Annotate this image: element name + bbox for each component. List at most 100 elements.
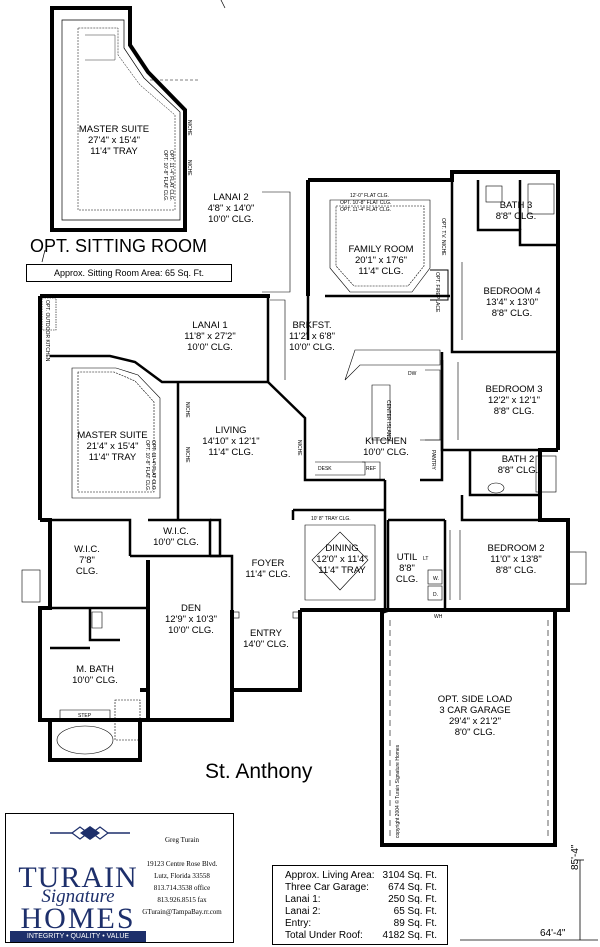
room-dims: 4'8" x 14'0" bbox=[207, 203, 255, 214]
room-ceiling: CLG. bbox=[75, 566, 99, 577]
stats-value: 89 Sq. Ft. bbox=[393, 918, 437, 929]
room-ceiling: 10'0" CLG. bbox=[363, 447, 409, 458]
room-dims: 12'9" x 10'3" bbox=[164, 614, 218, 625]
dimension-lines bbox=[460, 859, 598, 941]
room-garage: OPT. SIDE LOAD 3 CAR GARAGE 29'4" x 21'2… bbox=[420, 694, 530, 738]
room-name: LANAI 2 bbox=[213, 192, 249, 203]
room-bath-3: BATH 3 8'8" CLG. bbox=[486, 200, 546, 222]
room-name: DINING bbox=[325, 543, 359, 554]
niche-label: NICHE bbox=[186, 120, 192, 136]
room-ceiling: 8'8" CLG. bbox=[495, 565, 537, 576]
niche-label: NICHE bbox=[184, 447, 190, 463]
room-bedroom-4: BEDROOM 4 13'4" x 13'0" 8'8" CLG. bbox=[472, 286, 552, 319]
stats-row: Lanai 2: 65 Sq. Ft. bbox=[285, 906, 445, 918]
room-name: FOYER bbox=[251, 558, 285, 569]
step-label: STEP bbox=[78, 713, 92, 719]
room-kitchen: KITCHEN 10'0" CLG. bbox=[356, 436, 416, 458]
room-ceiling: CLG. bbox=[395, 574, 419, 585]
room-ceiling: 8'8" CLG. bbox=[495, 211, 537, 222]
room-name: W.I.C. bbox=[163, 526, 189, 537]
logo-turain: TURAIN bbox=[18, 861, 138, 894]
room-name: UTIL bbox=[396, 552, 418, 563]
room-name: LIVING bbox=[215, 425, 247, 436]
contact-name: Greg Turain bbox=[164, 836, 200, 844]
room-den: DEN 12'9" x 10'3" 10'0" CLG. bbox=[156, 603, 226, 636]
room-dining: DINING 12'0" x 11'4" 11'4" TRAY bbox=[312, 543, 372, 576]
family-flat-clg-label-3: OPT. 11'-4" FLAT CLG. bbox=[340, 207, 392, 213]
room-ceiling: 11'4" TRAY bbox=[90, 146, 138, 157]
contact-phone: 813.714.3538 office bbox=[153, 884, 211, 892]
room-ceiling: 8'0" CLG. bbox=[454, 727, 496, 738]
room-bedroom-2: BEDROOM 2 11'0" x 13'8" 8'8" CLG. bbox=[476, 543, 556, 576]
room-lanai-2: LANAI 2 4'8" x 14'0" 10'0" CLG. bbox=[196, 192, 266, 225]
stats-value: 250 Sq. Ft. bbox=[388, 894, 437, 905]
room-name: BATH 3 bbox=[499, 200, 533, 211]
copyright-notice: copyright 2004 © Turain Signature Homes bbox=[395, 744, 401, 838]
room-dims: 12'2" x 12'1" bbox=[487, 395, 541, 406]
room-dims: 11'8" x 27'2" bbox=[184, 331, 236, 342]
room-wic-1: W.I.C. 7'8" CLG. bbox=[62, 544, 112, 577]
master-flat-clg-label-2: OPT. 11'-4" FLAT CLG. bbox=[150, 440, 156, 492]
room-dims: 3 CAR GARAGE bbox=[439, 705, 511, 716]
stats-row: Lanai 1: 250 Sq. Ft. bbox=[285, 894, 445, 906]
stats-label: Approx. Living Area: bbox=[285, 870, 375, 881]
room-bath-2: BATH 2 8'8" CLG. bbox=[488, 454, 548, 476]
sitting-room-area-box: Approx. Sitting Room Area: 65 Sq. Ft. bbox=[26, 264, 232, 282]
stats-value: 674 Sq. Ft. bbox=[388, 882, 437, 893]
room-brkfst: BRKFST. 11'2" x 6'8" 10'0" CLG. bbox=[282, 320, 342, 353]
room-ceiling: 10'0" CLG. bbox=[153, 537, 199, 548]
detail-lines bbox=[21, 183, 587, 840]
overall-width-dimension: 64'-4" bbox=[540, 928, 566, 939]
opt-master-flat-clg-label: OPT. 10'-8" FLAT CLG. bbox=[162, 150, 168, 202]
contact-address-2: Lutz, Florida 33558 bbox=[154, 872, 210, 880]
room-ceiling: 10'0" CLG. bbox=[208, 214, 254, 225]
contact-block: Greg Turain 19123 Centre Rose Blvd. Lutz… bbox=[134, 834, 230, 918]
desk-label: DESK bbox=[318, 466, 332, 472]
area-stats-table: Approx. Living Area: 3104 Sq. Ft. Three … bbox=[272, 865, 448, 945]
stats-row: Approx. Living Area: 3104 Sq. Ft. bbox=[285, 870, 445, 882]
stats-label: Entry: bbox=[285, 918, 312, 929]
room-dims: 7'8" bbox=[79, 555, 95, 566]
opt-outdoor-kitchen-label: OPT. OUTDOOR KITCHEN bbox=[44, 300, 50, 362]
room-name: BEDROOM 2 bbox=[487, 543, 545, 554]
stats-label: Total Under Roof: bbox=[285, 930, 363, 941]
stats-row: Total Under Roof: 4182 Sq. Ft. bbox=[285, 930, 445, 942]
room-family: FAMILY ROOM 20'1" x 17'6" 11'4" CLG. bbox=[336, 244, 426, 277]
dryer-label: D. bbox=[433, 592, 438, 598]
exterior-walls bbox=[38, 170, 570, 847]
room-name: LANAI 1 bbox=[192, 320, 228, 331]
stats-value: 65 Sq. Ft. bbox=[393, 906, 437, 917]
room-living: LIVING 14'10" x 12'1" 11'4" CLG. bbox=[196, 425, 266, 458]
niche-label: NICHE bbox=[184, 402, 190, 418]
room-ceiling: 11'4" TRAY bbox=[318, 565, 366, 576]
logo-signature: Signature bbox=[41, 886, 115, 907]
company-info-box: TURAIN Signature HOMES INTEGRITY • QUALI… bbox=[5, 813, 234, 943]
room-lanai-1: LANAI 1 11'8" x 27'2" 10'0" CLG. bbox=[170, 320, 250, 353]
sitting-area-value: 65 Sq. Ft. bbox=[165, 268, 205, 278]
opt-sitting-room-heading: OPT. SITTING ROOM bbox=[30, 236, 208, 256]
room-entry: ENTRY 14'0" CLG. bbox=[236, 628, 296, 650]
room-ceiling: 10'0" CLG. bbox=[187, 342, 233, 353]
stats-label: Three Car Garage: bbox=[285, 882, 369, 893]
center-island-label: CENTER ISLAND bbox=[385, 400, 391, 441]
room-ceiling: 11'4" CLG. bbox=[358, 266, 404, 277]
stats-value: 3104 Sq. Ft. bbox=[382, 870, 437, 881]
room-m-bath: M. BATH 10'0" CLG. bbox=[60, 664, 130, 686]
room-foyer: FOYER 11'4" CLG. bbox=[238, 558, 298, 580]
niche-label: NICHE bbox=[186, 160, 192, 176]
room-name: MASTER SUITE bbox=[78, 124, 150, 135]
room-name: BRKFST. bbox=[292, 320, 332, 331]
opt-fireplace-label: OPT. FIREPLACE bbox=[434, 272, 440, 313]
room-name: BEDROOM 4 bbox=[483, 286, 541, 297]
room-dims: 8'8" bbox=[399, 563, 415, 574]
room-dims: 12'0" x 11'4" bbox=[316, 554, 368, 565]
room-size: 29'4" x 21'2" bbox=[448, 716, 502, 727]
contact-fax: 813.926.8515 fax bbox=[157, 896, 207, 904]
niche-label: NICHE bbox=[296, 440, 302, 456]
room-dims: 21'4" x 15'4" bbox=[86, 441, 139, 452]
stats-label: Lanai 2: bbox=[285, 906, 321, 917]
logo-diamond-icon bbox=[50, 826, 130, 840]
room-ceiling: 11'4" TRAY bbox=[88, 452, 137, 463]
room-ceiling: 10'0" CLG. bbox=[168, 625, 214, 636]
